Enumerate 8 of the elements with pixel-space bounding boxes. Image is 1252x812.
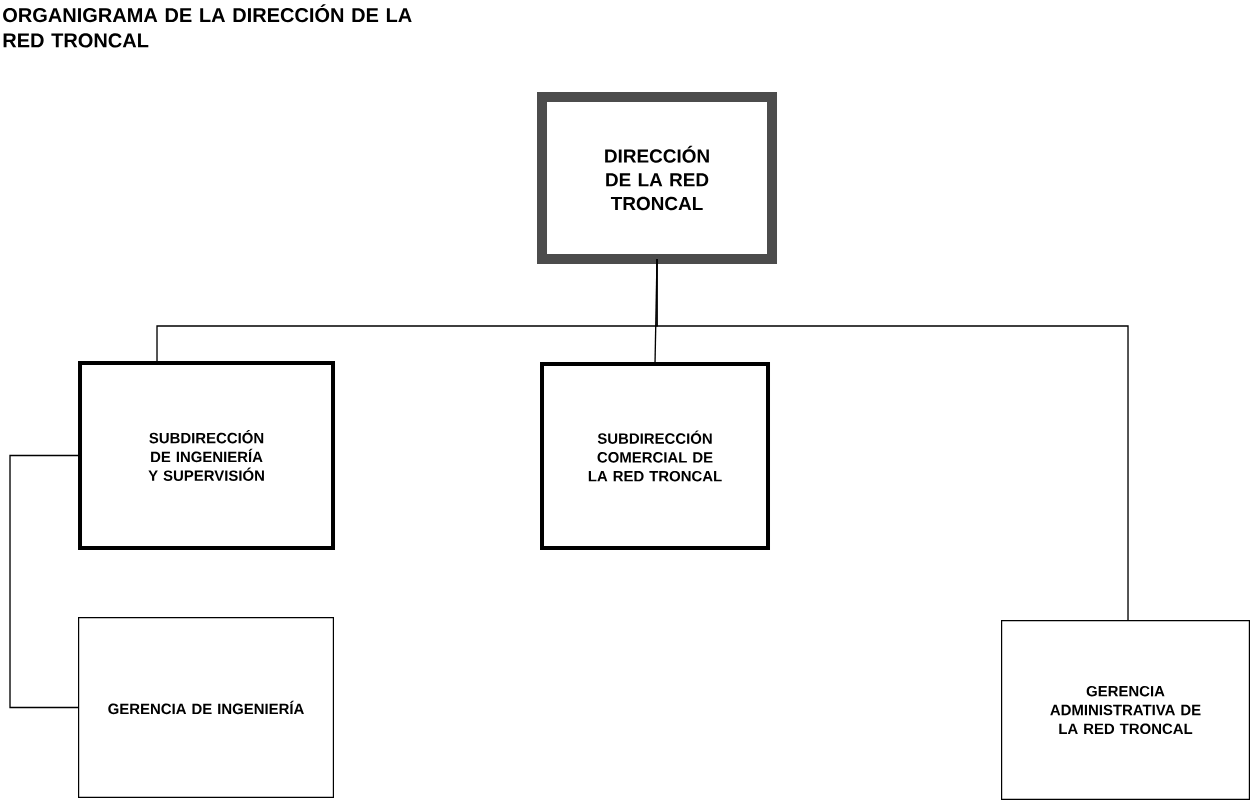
connector-line <box>9 454 81 709</box>
office-box: GERENCIA DE INGENIERÍA <box>78 617 334 798</box>
office-box: GERENCIA ADMINISTRATIVA DE LA RED TRONCAL <box>1001 620 1250 800</box>
department-box: SUBDIRECCIÓN DE INGENIERÍA Y SUPERVISIÓN <box>78 361 335 550</box>
department-box: SUBDIRECCIÓN COMERCIAL DE LA RED TRONCAL <box>540 362 770 550</box>
director-box: DIRECCIÓN DE LA RED TRONCAL <box>537 92 777 264</box>
title: ORGANIGRAMA DE LA DIRECCIÓN DE LA RED TRONCAL <box>3 4 412 48</box>
connector-line <box>656 258 1129 621</box>
